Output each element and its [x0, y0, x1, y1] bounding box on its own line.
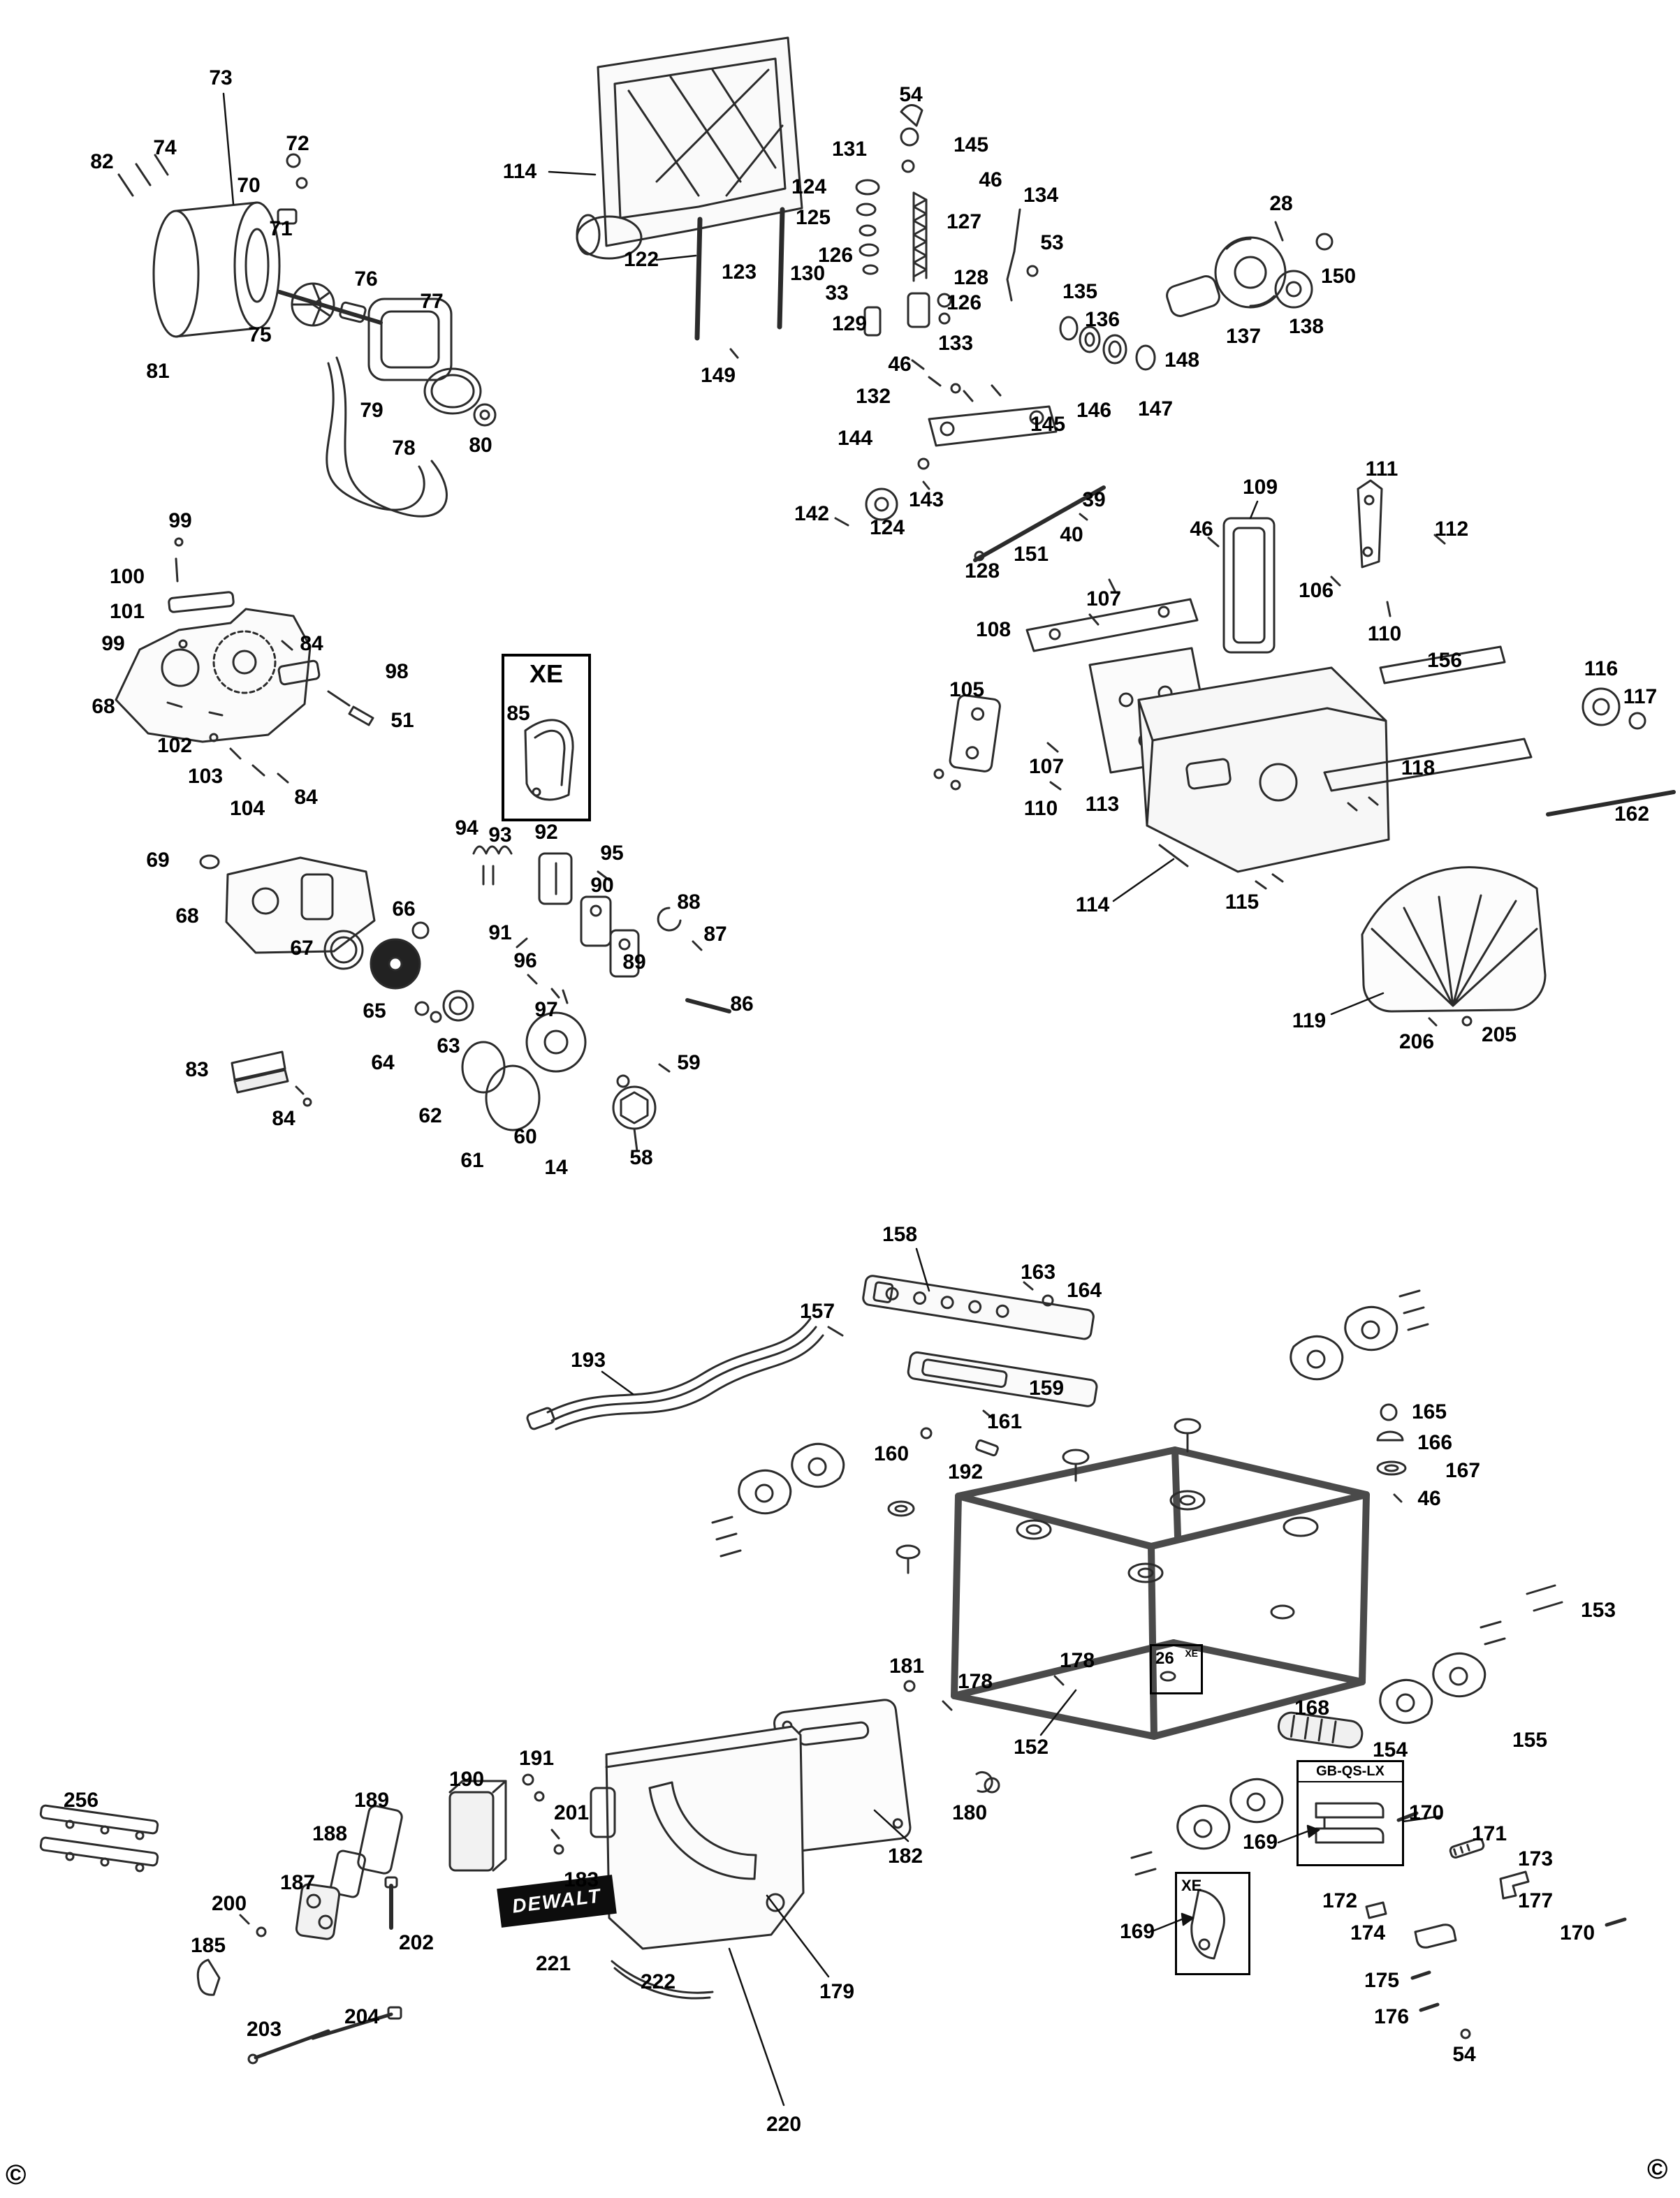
brand-logo-text: DEWALT — [511, 1884, 603, 1917]
item-26-xe-tag: XE — [1185, 1648, 1198, 1659]
blade-flange-row-drawing — [231, 921, 671, 1152]
xe-variant-label-bottom: XE — [1181, 1877, 1202, 1894]
cross-plate-drawing — [1025, 578, 1199, 652]
gb-bracket-drawing — [1315, 1802, 1385, 1844]
gb-qs-lx-label: GB-QS-LX — [1299, 1764, 1402, 1782]
blade-housing-drawing — [590, 1725, 805, 1950]
link-bracket-drawing — [911, 359, 1058, 470]
front-rail-drawing — [862, 1275, 1095, 1340]
pivot-cluster-drawing — [472, 845, 731, 1013]
upper-bracket-drawing — [576, 36, 803, 260]
leg-bracket-cluster-top-right — [1290, 1289, 1429, 1381]
item-26-number: 26 — [1155, 1649, 1174, 1668]
mitre-bars-drawing — [39, 1804, 159, 1873]
motor-assembly-drawing — [117, 153, 497, 518]
support-rods-drawing — [694, 207, 785, 359]
elevation-screw-drawing — [855, 104, 1039, 337]
stand-frame-drawing — [951, 1446, 1370, 1740]
rails-drawing — [1255, 645, 1676, 890]
mid-hardware-drawing — [834, 481, 1106, 562]
leg-bracket-cluster-bottom-left — [1130, 1778, 1284, 1876]
xe-lever-drawing — [1190, 1889, 1225, 1960]
leader-lines — [222, 92, 1443, 2107]
xe-variant-label: XE — [529, 659, 564, 688]
washer-stack-drawing — [1059, 316, 1156, 371]
rear-frame-drawing — [1207, 517, 1276, 654]
stand-details-drawing — [896, 1418, 1319, 1620]
copyright-mark-left: © — [6, 2160, 27, 2190]
power-cord-drawing — [526, 1317, 824, 1430]
switch-box-drawing — [448, 1773, 564, 1872]
rear-bracket-drawing — [1330, 479, 1446, 617]
rear-rail-drawing — [907, 1351, 1098, 1407]
rack-drawing — [611, 1960, 714, 2000]
side-panel-drawing — [773, 1699, 912, 1852]
gear-housing-upper-drawing — [115, 537, 374, 784]
motor-cap-drawing — [1166, 221, 1334, 317]
gb-qs-lx-variant-box: GB-QS-LX — [1296, 1760, 1404, 1866]
xe-variant-box-bottom: XE — [1175, 1872, 1250, 1975]
frame-hardware-drawing — [903, 1675, 1065, 1794]
small-bracket-drawing — [949, 694, 1001, 772]
blade-guard-drawing — [1361, 866, 1547, 1027]
leg-bracket-cluster-bottom-right — [1379, 1620, 1506, 1724]
copyright-mark-right: © — [1647, 2154, 1668, 2185]
link-rods-drawing — [247, 2006, 402, 2065]
carry-handle-drawing — [1277, 1711, 1364, 1749]
saw-base-drawing — [1137, 666, 1390, 873]
leg-bracket-cluster-left — [711, 1442, 915, 1558]
bottom-right-hardware-drawing — [1365, 1811, 1627, 2039]
item-26-inset-box: 26 XE — [1150, 1644, 1203, 1694]
gear-housing-lower-drawing — [199, 854, 376, 954]
xe-guard-drawing — [524, 719, 574, 801]
switch-cluster-drawing — [196, 1805, 403, 1996]
xe-variant-box: XE — [502, 654, 591, 821]
foot-stack-drawing — [1376, 1403, 1563, 1612]
rail-hardware-drawing — [827, 1281, 1054, 1457]
